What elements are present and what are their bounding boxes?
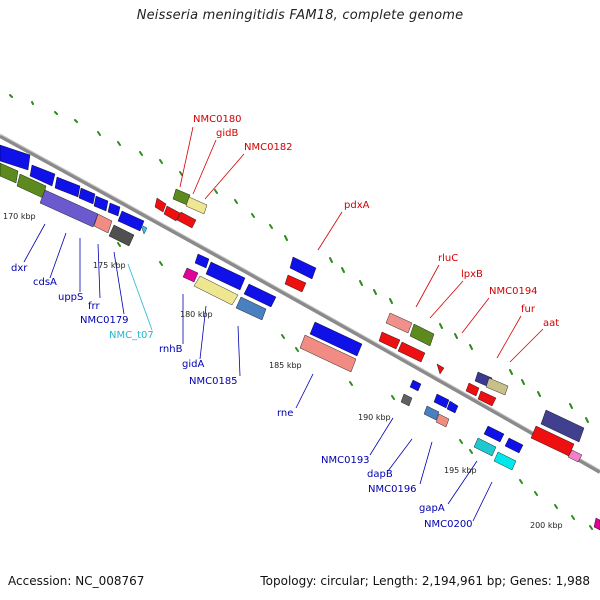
gene-label[interactable]: dxr xyxy=(11,263,28,274)
gene-label[interactable]: gapA xyxy=(419,503,445,514)
gene-block[interactable] xyxy=(593,517,600,531)
gene-label[interactable]: NMC0185 xyxy=(189,376,238,387)
scale-tick: 170 kbp xyxy=(3,212,36,221)
gene-block[interactable] xyxy=(243,283,277,308)
gene-block[interactable] xyxy=(117,210,145,232)
scale-tick: 180 kbp xyxy=(180,310,213,319)
gene-block[interactable] xyxy=(477,390,497,407)
gene-label[interactable]: gidB xyxy=(216,128,238,139)
gene-block[interactable] xyxy=(235,296,267,321)
gene-block[interactable] xyxy=(289,256,317,280)
gene-label[interactable]: NMC0200 xyxy=(424,519,473,530)
reverse-gene-labels: dxr cdsA uppS frr NMC0179 NMC_t07 rnhB g… xyxy=(11,263,473,530)
gene-block[interactable] xyxy=(182,267,199,283)
gene-block[interactable] xyxy=(54,176,81,198)
gene-label[interactable]: uppS xyxy=(58,292,83,303)
gene-label[interactable]: aat xyxy=(543,318,559,329)
gene-block[interactable] xyxy=(194,253,210,269)
gene-block[interactable] xyxy=(93,195,109,212)
gene-label[interactable]: NMC0196 xyxy=(368,484,417,495)
gene-block[interactable] xyxy=(176,211,197,229)
gene-block[interactable] xyxy=(140,224,148,235)
gene-block[interactable] xyxy=(435,413,450,428)
scale-tick: 190 kbp xyxy=(358,413,391,422)
gene-block[interactable] xyxy=(78,187,96,205)
map-title: Neisseria meningitidis FAM18, complete g… xyxy=(136,8,464,23)
topology-summary: Topology: circular; Length: 2,194,961 bp… xyxy=(260,574,590,588)
gene-block[interactable] xyxy=(436,363,445,375)
scale-ticks: 170 kbp 175 kbp 180 kbp 185 kbp 190 kbp … xyxy=(3,212,563,530)
gene-block[interactable] xyxy=(504,437,524,454)
gene-label[interactable]: lpxB xyxy=(461,269,483,280)
gene-label[interactable]: fur xyxy=(521,304,536,315)
gene-block[interactable] xyxy=(446,400,459,414)
gene-block[interactable] xyxy=(163,205,181,222)
scale-tick: 185 kbp xyxy=(269,361,302,370)
gene-block[interactable] xyxy=(185,196,208,215)
gene-label[interactable]: rluC xyxy=(438,253,458,264)
gene-block[interactable] xyxy=(107,202,121,217)
scale-tick: 175 kbp xyxy=(93,261,126,270)
gene-label[interactable]: gidA xyxy=(182,359,204,370)
chromosome-backbone-highlight xyxy=(0,133,600,471)
gene-block[interactable] xyxy=(409,323,435,347)
gene-block[interactable] xyxy=(29,164,56,187)
forward-gene-labels: NMC0180 gidB NMC0182 pdxA rluC lpxB NMC0… xyxy=(193,114,559,329)
gene-block[interactable] xyxy=(378,331,401,350)
gene-block[interactable] xyxy=(400,393,413,407)
gene-label[interactable]: NMC0179 xyxy=(80,315,129,326)
gene-block[interactable] xyxy=(423,405,440,421)
gene-block[interactable] xyxy=(409,379,422,392)
gene-block[interactable] xyxy=(397,341,426,363)
gene-label[interactable]: cdsA xyxy=(33,277,57,288)
gene-block[interactable] xyxy=(540,409,585,443)
gene-block[interactable] xyxy=(0,162,19,184)
gene-label[interactable]: rne xyxy=(277,408,293,419)
forward-label-leaders xyxy=(179,126,544,363)
outer-tick-marks xyxy=(9,94,593,530)
reverse-strand-genes xyxy=(0,162,600,531)
reverse-label-leaders xyxy=(23,223,493,522)
gene-block[interactable] xyxy=(193,275,239,306)
scale-tick: 195 kbp xyxy=(444,466,477,475)
accession-text: Accession: NC_008767 xyxy=(8,574,145,588)
gene-label[interactable]: NMC0194 xyxy=(489,286,538,297)
gene-block[interactable] xyxy=(483,425,505,443)
gene-label[interactable]: NMC0182 xyxy=(244,142,293,153)
gene-block[interactable] xyxy=(39,189,99,228)
gene-label[interactable]: dapB xyxy=(367,469,393,480)
gene-label[interactable]: NMC0193 xyxy=(321,455,370,466)
gene-block[interactable] xyxy=(465,382,480,397)
gene-block[interactable] xyxy=(108,224,135,247)
gene-block[interactable] xyxy=(205,261,246,291)
gene-block[interactable] xyxy=(299,334,357,373)
chromosome-backbone xyxy=(0,134,600,474)
gene-block[interactable] xyxy=(473,437,497,457)
gene-block[interactable] xyxy=(433,393,450,409)
rna-label-leader xyxy=(127,263,153,331)
gene-label[interactable]: rnhB xyxy=(159,344,183,355)
gene-block[interactable] xyxy=(493,451,517,471)
gene-label[interactable]: frr xyxy=(88,301,100,312)
gene-block[interactable] xyxy=(0,144,31,171)
gene-block[interactable] xyxy=(284,274,307,293)
gene-block[interactable] xyxy=(309,321,363,357)
gene-block[interactable] xyxy=(154,197,167,213)
gene-block[interactable] xyxy=(385,312,413,334)
gene-block[interactable] xyxy=(567,449,583,463)
gene-label[interactable]: NMC_t07 xyxy=(109,330,154,341)
scale-tick: 200 kbp xyxy=(530,521,563,530)
gene-label[interactable]: NMC0180 xyxy=(193,114,242,125)
gene-block[interactable] xyxy=(485,377,509,396)
gene-block[interactable] xyxy=(93,213,113,234)
forward-strand-genes xyxy=(0,144,585,463)
gene-label[interactable]: pdxA xyxy=(344,200,370,211)
